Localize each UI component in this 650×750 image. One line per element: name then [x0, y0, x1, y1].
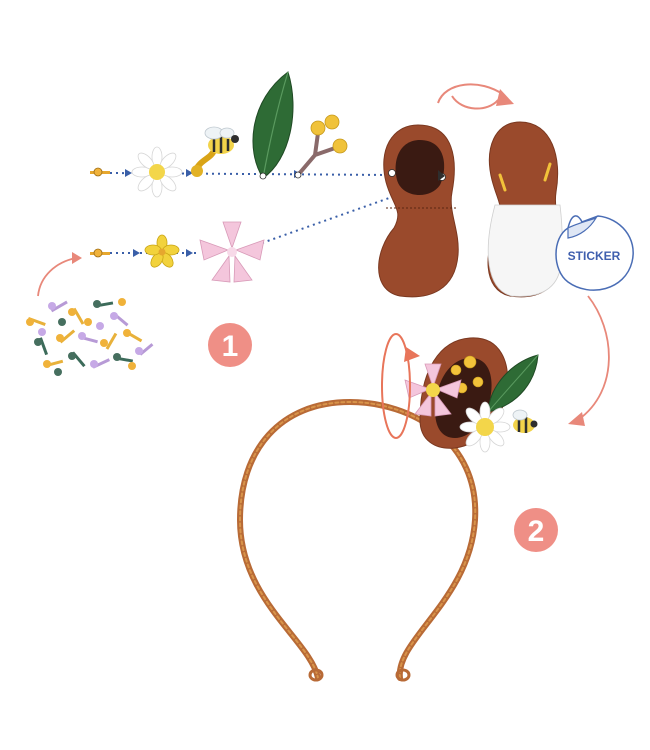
- step-number: 1: [222, 330, 239, 363]
- sticker-peel-icon: STICKER: [555, 215, 634, 291]
- rotate-arrow-icon: [381, 333, 420, 439]
- brad-pin-icon: [90, 167, 110, 177]
- curved-arrow-from-brads: [37, 257, 77, 297]
- arrowhead-icon: [186, 169, 193, 177]
- arrowhead-icon: [125, 169, 132, 177]
- step-badge-1: 1: [208, 323, 252, 367]
- rotate-arrow-icon: [437, 83, 514, 110]
- arrowhead-icon: [568, 412, 585, 426]
- brad-pin-icon: [90, 248, 110, 258]
- bee-icon: [191, 126, 239, 177]
- yellow-flower-icon: [144, 234, 180, 268]
- felt-ear-front-icon: [378, 124, 459, 298]
- step-badge-2: 2: [514, 508, 558, 552]
- decorated-ear-icon: [404, 337, 539, 453]
- sticker-label: STICKER: [568, 249, 621, 263]
- curved-arrow-to-headband: [577, 295, 610, 421]
- brads-pile-icon: [26, 298, 154, 376]
- arrowhead-icon: [186, 249, 193, 257]
- assembly-row-bottom: [90, 179, 441, 283]
- daisy-icon: [131, 146, 183, 198]
- arrowhead-icon: [133, 249, 140, 257]
- arrowhead-icon: [72, 252, 82, 264]
- leaf-icon: [252, 71, 294, 180]
- branch-icon: [294, 114, 348, 179]
- step-number: 2: [528, 515, 545, 548]
- headband-icon: [236, 398, 479, 682]
- felt-ear-back-icon: [487, 121, 563, 298]
- assembly-row-top: [90, 71, 391, 198]
- pink-flower-icon: [199, 221, 265, 283]
